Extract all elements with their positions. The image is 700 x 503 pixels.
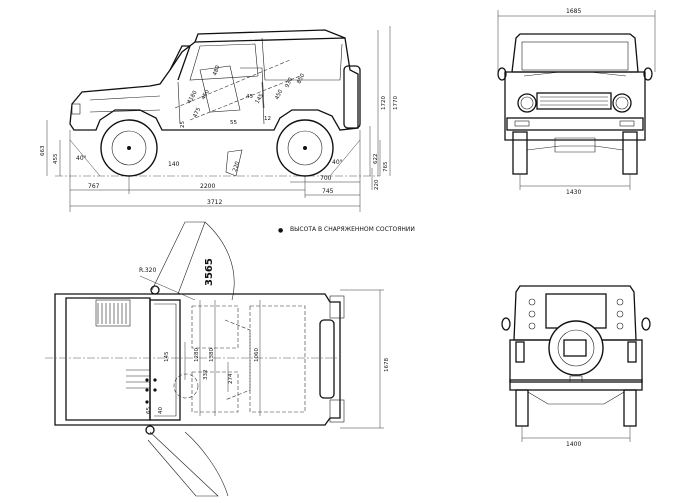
top-dim-274: 274 bbox=[228, 373, 234, 384]
top-dim-1380: 1380 bbox=[209, 348, 215, 362]
top-view-labels: R.320 3565 1678 1280 1380 1060 332 274 1… bbox=[139, 258, 390, 414]
front-view-labels: 1685 1430 bbox=[566, 8, 581, 196]
top-dim-145: 145 bbox=[164, 351, 170, 362]
dim-wheelbase: 2200 bbox=[200, 183, 215, 190]
top-dim-332: 332 bbox=[203, 370, 209, 381]
interior-dim-12: 12 bbox=[264, 116, 271, 122]
dim-622: 622 bbox=[373, 154, 379, 165]
rear-view-labels: 1400 bbox=[566, 441, 581, 448]
turning-radius: R.320 bbox=[139, 267, 156, 274]
legend-text: ВЫСОТА В СНАРЯЖЕННОМ СОСТОЯНИИ bbox=[290, 226, 415, 233]
interior-dim-25: 25 bbox=[180, 121, 186, 128]
door-sweep-dim: 3565 bbox=[204, 258, 215, 286]
dim-663: 663 bbox=[40, 145, 46, 156]
interior-dim-45: 45 bbox=[246, 94, 253, 100]
dim-rear-700: 700 bbox=[320, 175, 332, 182]
dim-overall-length: 3712 bbox=[207, 199, 222, 206]
top-view bbox=[45, 221, 384, 497]
front-track: 1430 bbox=[566, 189, 581, 196]
interior-dim-145: 145 bbox=[255, 92, 266, 105]
side-view bbox=[46, 26, 391, 212]
dim-455: 455 bbox=[53, 153, 59, 164]
interior-dim-480: 480 bbox=[212, 64, 221, 76]
dim-765: 765 bbox=[383, 161, 389, 172]
rear-view bbox=[501, 285, 651, 442]
front-view bbox=[497, 10, 656, 190]
legend: ● ВЫСОТА В СНАРЯЖЕННОМ СОСТОЯНИИ bbox=[278, 226, 415, 234]
interior-dim-850: 850 bbox=[296, 72, 306, 85]
dim-front-overhang: 767 bbox=[88, 183, 100, 190]
interior-dim-475: 475 bbox=[192, 106, 202, 119]
rear-track: 1400 bbox=[566, 441, 581, 448]
dim-220: 220 bbox=[232, 160, 241, 172]
front-overall-width: 1685 bbox=[566, 8, 581, 15]
interior-dim-450: 450 bbox=[201, 88, 212, 101]
top-dim-1060: 1060 bbox=[254, 348, 260, 362]
legend-marker: ● bbox=[278, 227, 283, 234]
dim-height-1770: 1770 bbox=[393, 96, 399, 110]
interior-dim-55: 55 bbox=[230, 120, 237, 126]
top-dim-1280: 1280 bbox=[194, 348, 200, 362]
front-angle: 40° bbox=[76, 155, 87, 162]
dim-rear-overhang: 745 bbox=[322, 188, 334, 195]
top-dim-40: 40 bbox=[158, 407, 164, 414]
dim-clearance-140: 140 bbox=[168, 161, 180, 168]
dim-height-1720: 1720 bbox=[381, 96, 387, 110]
dim-220-b: 220 bbox=[374, 179, 380, 190]
interior-dim-4180: 4180 bbox=[187, 89, 199, 105]
rear-angle: 40° bbox=[332, 159, 343, 166]
interior-dim-930: 930 bbox=[284, 76, 294, 89]
top-overall-width: 1678 bbox=[384, 358, 390, 372]
interior-dim-450b: 450 bbox=[274, 88, 284, 101]
side-view-labels: 767 2200 700 745 3712 140 40° 40° 220 17… bbox=[40, 64, 399, 206]
top-dim-65: 65 bbox=[146, 407, 152, 414]
